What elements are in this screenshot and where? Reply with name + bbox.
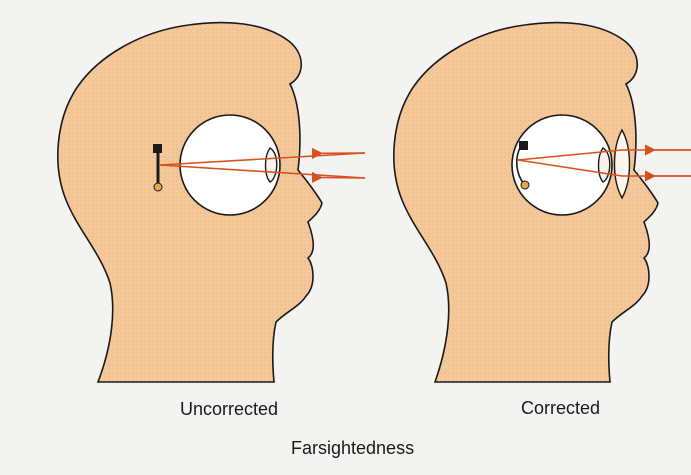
head-corrected — [394, 23, 691, 382]
head-silhouette-left — [58, 23, 322, 382]
arrow-bottom-left — [322, 178, 365, 179]
object-top-marker-left — [153, 144, 162, 153]
diagram-caption: Farsightedness — [291, 438, 414, 459]
eye-lens-right — [599, 148, 610, 182]
eyeball-right — [512, 115, 612, 215]
object-top-marker-right — [519, 141, 528, 150]
panel-label-corrected: Corrected — [521, 398, 600, 419]
focal-point-left — [154, 183, 162, 191]
panel-label-uncorrected: Uncorrected — [180, 399, 278, 420]
focal-point-right — [521, 181, 529, 189]
head-uncorrected — [58, 23, 365, 382]
head-silhouette-right — [394, 23, 658, 382]
eye-lens-left — [266, 148, 277, 182]
